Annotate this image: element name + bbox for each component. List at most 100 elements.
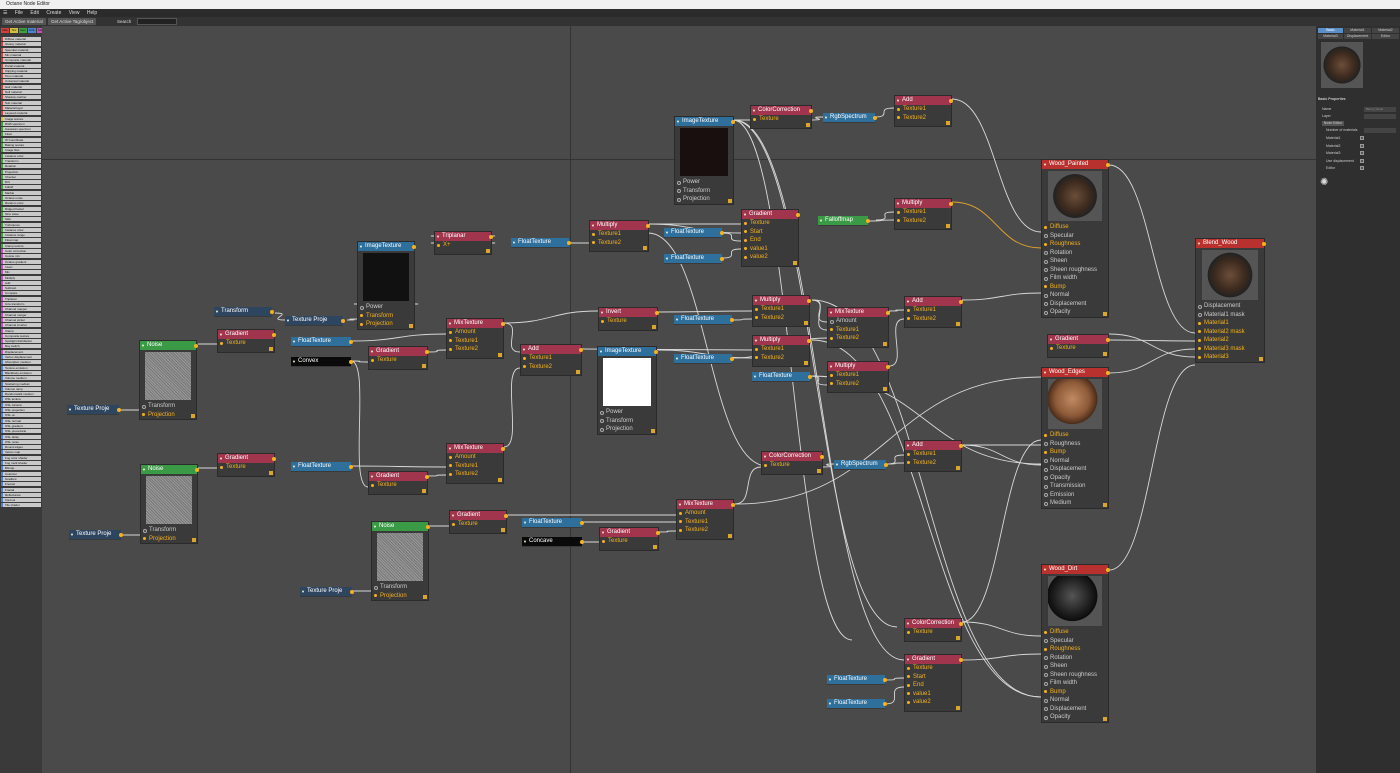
- input-port[interactable]: Start: [905, 673, 961, 682]
- node-float-texture-5[interactable]: FloatTexture: [674, 315, 734, 325]
- input-port[interactable]: Opacity: [1042, 713, 1108, 722]
- output-port[interactable]: [866, 218, 870, 223]
- palette-tab-1[interactable]: Tex: [10, 28, 18, 33]
- node-title[interactable]: Multiply: [753, 296, 809, 305]
- input-port[interactable]: Texture1: [521, 354, 581, 363]
- palette-item[interactable]: Fractal: [1, 487, 41, 492]
- output-port[interactable]: [730, 317, 734, 322]
- palette-item[interactable]: Falloff: [1, 185, 41, 190]
- palette-item[interactable]: Texture emission: [1, 365, 41, 370]
- palette-tab-2[interactable]: Gen: [19, 28, 27, 33]
- input-port[interactable]: value2: [742, 253, 798, 262]
- tab-material3[interactable]: Material3: [1318, 34, 1343, 39]
- node-title[interactable]: Invert: [599, 308, 657, 317]
- output-port[interactable]: [1262, 241, 1266, 246]
- palette-item[interactable]: Checker: [1, 174, 41, 179]
- input-port[interactable]: value1: [905, 690, 961, 699]
- node-title[interactable]: FloatTexture: [827, 699, 885, 708]
- output-port[interactable]: [426, 524, 430, 529]
- input-port[interactable]: Texture: [1048, 344, 1108, 353]
- node-title[interactable]: Gradient: [600, 528, 658, 537]
- input-port[interactable]: Displacement: [1042, 300, 1108, 309]
- node-title[interactable]: Texture Proje: [300, 587, 352, 596]
- input-port[interactable]: Texture2: [895, 114, 951, 123]
- output-port[interactable]: [270, 309, 274, 314]
- output-port[interactable]: [807, 338, 811, 343]
- input-port[interactable]: Projection: [358, 320, 414, 329]
- number-of-materials-field[interactable]: [1364, 128, 1396, 133]
- input-port[interactable]: Texture: [218, 463, 274, 472]
- node-title[interactable]: ColorCorrection: [751, 106, 811, 115]
- palette-item[interactable]: Random color: [1, 201, 41, 206]
- input-port[interactable]: Texture: [905, 628, 961, 637]
- palette-item[interactable]: OSL texture: [1, 397, 41, 402]
- palette-item[interactable]: Octane noise: [1, 196, 41, 200]
- node-title[interactable]: Convex: [291, 357, 351, 366]
- palette-item[interactable]: Colorizer: [1, 471, 41, 476]
- output-port[interactable]: [959, 299, 963, 304]
- input-port[interactable]: Amount: [677, 509, 733, 518]
- input-port[interactable]: Material2: [1196, 336, 1264, 345]
- node-title[interactable]: Noise: [372, 522, 428, 531]
- output-port[interactable]: [646, 223, 650, 228]
- output-port[interactable]: [349, 464, 353, 469]
- output-port[interactable]: [412, 244, 416, 249]
- output-port[interactable]: [731, 502, 735, 507]
- palette-item[interactable]: Dirt: [1, 180, 41, 185]
- output-port[interactable]: [807, 298, 811, 303]
- input-port[interactable]: Texture: [369, 481, 427, 490]
- output-port[interactable]: [959, 621, 963, 626]
- input-port[interactable]: Texture2: [905, 459, 961, 468]
- node-title[interactable]: FloatTexture: [674, 315, 732, 324]
- palette-item[interactable]: Octane gradient: [1, 259, 41, 264]
- menu-help[interactable]: Help: [86, 10, 98, 16]
- node-title[interactable]: Gradient: [218, 454, 274, 463]
- palette-item[interactable]: Invert: [1, 264, 41, 269]
- node-title[interactable]: MixTexture: [828, 308, 888, 317]
- node-title[interactable]: FloatTexture: [664, 254, 722, 263]
- node-title[interactable]: Texture Proje: [67, 405, 119, 414]
- node-title[interactable]: ColorCorrection: [762, 452, 822, 461]
- input-port[interactable]: Texture2: [590, 239, 648, 248]
- palette-item[interactable]: Clipping material: [1, 68, 41, 73]
- palette-item[interactable]: Instance color: [1, 153, 41, 158]
- input-port[interactable]: Texture1: [590, 230, 648, 239]
- output-port[interactable]: [720, 256, 724, 261]
- palette-item[interactable]: Bitmap: [1, 466, 41, 471]
- node-title[interactable]: Gradient: [742, 210, 798, 219]
- output-port[interactable]: [504, 513, 508, 518]
- output-port[interactable]: [272, 332, 276, 337]
- input-port[interactable]: Normal: [1042, 457, 1108, 466]
- input-port[interactable]: Texture2: [521, 363, 581, 372]
- input-port[interactable]: Texture1: [447, 337, 503, 346]
- node-title[interactable]: ImageTexture: [675, 117, 733, 126]
- checkbox[interactable]: [1360, 151, 1364, 155]
- checkbox[interactable]: [1360, 166, 1364, 170]
- input-port[interactable]: Texture1: [677, 518, 733, 527]
- node-texture-proje-3[interactable]: Texture Proje: [69, 530, 123, 540]
- palette-item[interactable]: Absorption medium: [1, 360, 41, 365]
- output-port[interactable]: [1106, 370, 1110, 375]
- output-port[interactable]: [656, 530, 660, 535]
- palette-item[interactable]: Ray switch: [1, 344, 41, 349]
- input-port[interactable]: Amount: [447, 453, 503, 462]
- input-port[interactable]: Texture2: [753, 314, 809, 323]
- node-title[interactable]: Add: [521, 345, 581, 354]
- palette-item[interactable]: Layered material: [1, 111, 41, 116]
- input-port[interactable]: Rotation: [1042, 654, 1108, 663]
- node-title[interactable]: Add: [905, 297, 961, 306]
- node-transform[interactable]: Transform: [214, 307, 274, 317]
- output-port[interactable]: [886, 310, 890, 315]
- palette-item[interactable]: Volume ramp: [1, 386, 41, 391]
- palette-item[interactable]: OSL procedural: [1, 429, 41, 434]
